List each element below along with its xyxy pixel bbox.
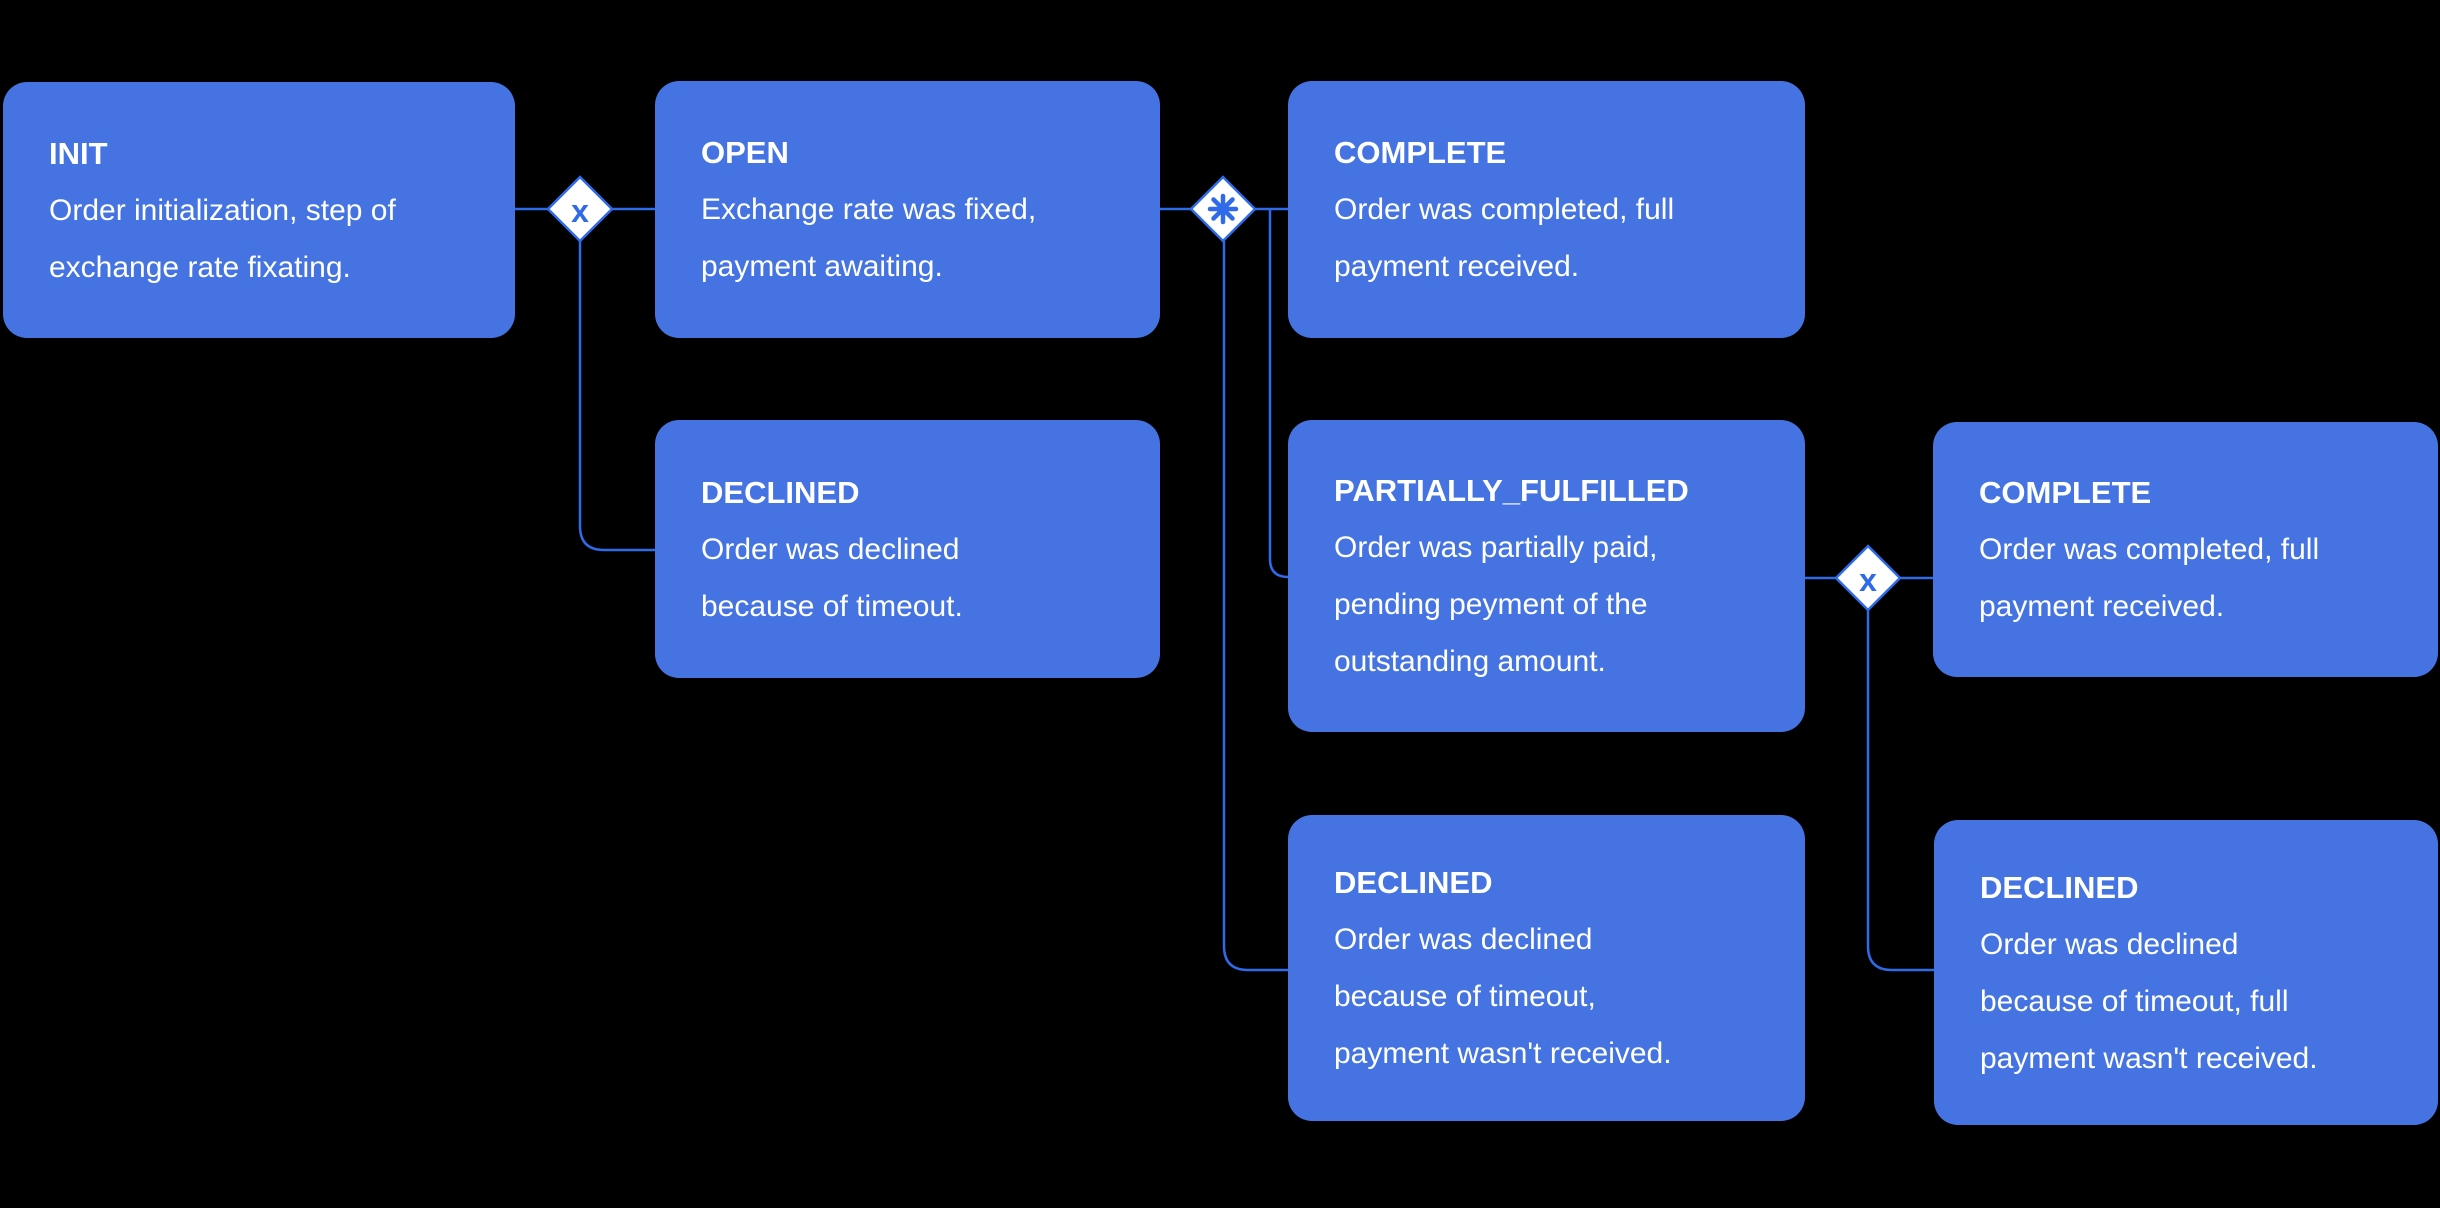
node-title: COMPLETE [1334, 135, 1507, 170]
node-description: Order was declined because of timeout. [701, 532, 963, 623]
state-node-complete-partial: COMPLETE Order was completed, full payme… [1933, 422, 2438, 677]
state-node-declined-open: DECLINED Order was declined because of t… [655, 420, 1160, 678]
node-title: DECLINED [701, 474, 860, 510]
state-node-complete: COMPLETE Order was completed, full payme… [1288, 81, 1805, 338]
node-title: DECLINED [1334, 865, 1493, 900]
edge-gateway-to-declined-timeout [1222, 241, 1288, 972]
edge-gateway-to-partially-fulfilled [1268, 209, 1289, 579]
node-title: COMPLETE [1979, 475, 2152, 510]
node-title: PARTIALLY_FULFILLED [1334, 473, 1689, 508]
node-title: DECLINED [1980, 869, 2139, 905]
state-node-init: INIT Order initialization, step of excha… [3, 82, 515, 338]
node-description: Order was partially paid, pending peymen… [1334, 531, 1658, 678]
node-description: Order was completed, full payment receiv… [1334, 193, 1675, 283]
node-description: Order was declined because of timeout, f… [1980, 927, 2318, 1075]
gateway-after-partially-fulfilled: x [1834, 544, 1902, 612]
node-description: Exchange rate was fixed, payment awaitin… [701, 193, 1037, 283]
state-node-declined-partial: DECLINED Order was declined because of t… [1934, 820, 2438, 1125]
node-description: Order was completed, full payment receiv… [1979, 533, 2320, 623]
node-description: Order initialization, step of exchange r… [49, 193, 396, 284]
node-title: OPEN [701, 135, 789, 170]
complex-gateway-asterisk-icon [1207, 193, 1239, 225]
exclusive-gateway-diamond [546, 175, 614, 243]
exclusive-gateway-x-icon: x [1859, 562, 1877, 598]
exclusive-gateway-x-icon: x [571, 193, 589, 229]
gateway-after-open [1189, 175, 1257, 243]
state-node-open: OPEN Exchange rate was fixed, payment aw… [655, 81, 1160, 338]
node-title: INIT [49, 135, 108, 171]
gateway-after-init: x [546, 175, 614, 243]
state-node-declined-timeout: DECLINED Order was declined because of t… [1288, 815, 1805, 1121]
exclusive-gateway-diamond [1834, 544, 1902, 612]
edge-gateway-to-declined-partial [1866, 610, 1934, 972]
edge-gateway-to-declined-open [578, 241, 655, 552]
state-node-partially-fulfilled: PARTIALLY_FULFILLED Order was partially … [1288, 420, 1805, 732]
node-description: Order was declined because of timeout, p… [1334, 923, 1672, 1070]
